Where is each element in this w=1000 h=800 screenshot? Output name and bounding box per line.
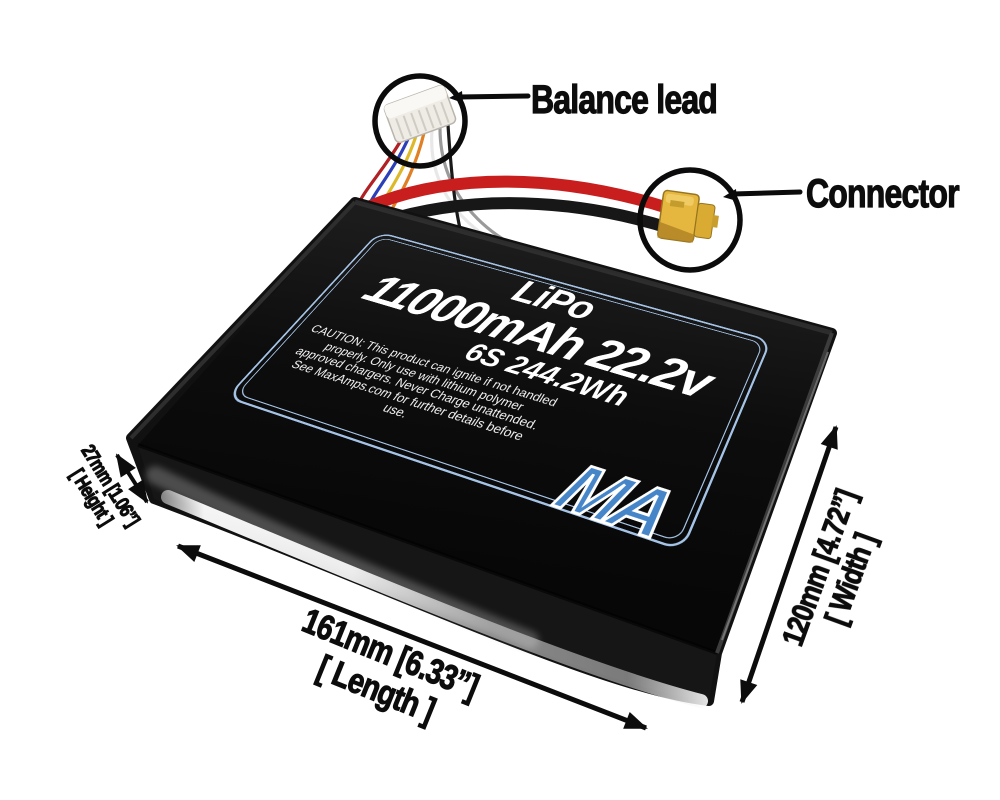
balance-lead-callout-label: Balance lead: [531, 77, 719, 122]
connector-callout-line: [730, 189, 803, 197]
height-dimension-arrow: [115, 453, 149, 504]
left-edge-bevel: [129, 200, 357, 440]
balance-circle-annotation: [372, 73, 468, 169]
battery-top-face: [138, 202, 832, 653]
main-black-wire: [376, 197, 678, 235]
jst-balance-connector-icon: [383, 84, 457, 144]
top-edge-bevel: [354, 199, 833, 336]
connector-callout-label: Connector: [806, 171, 961, 216]
connector-circle-annotation: [637, 167, 743, 273]
main-red-wire: [362, 175, 674, 214]
length-dimension-arrow: [176, 543, 648, 731]
balance-callout-line: [456, 93, 531, 100]
balance-callout-arrow: [449, 91, 463, 103]
xt60-connector-icon: [657, 189, 719, 243]
connector-callout-arrow: [723, 189, 737, 201]
width-dimension-arrow: [739, 425, 839, 704]
